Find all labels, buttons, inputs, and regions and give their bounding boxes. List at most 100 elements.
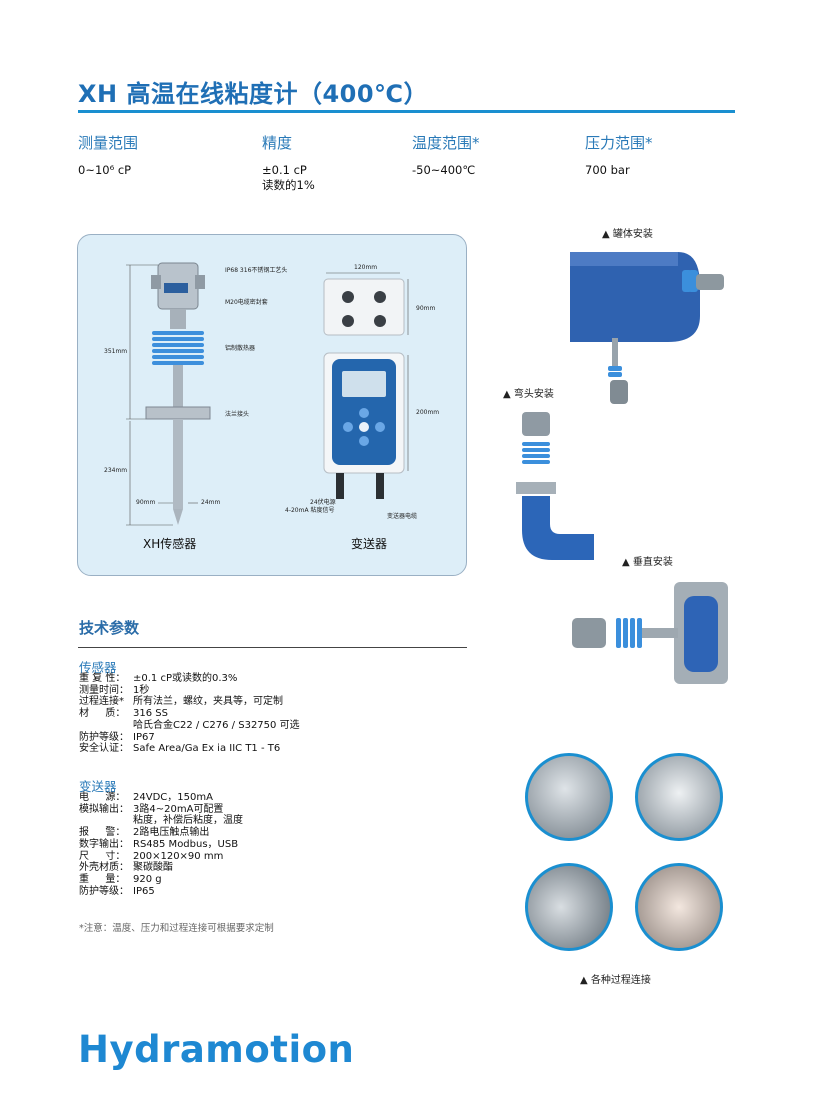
connection-photo-sanitary xyxy=(635,863,723,951)
param-row: 数字输出： RS485 Modbus，USB xyxy=(79,839,243,851)
param-value: 316 SS xyxy=(133,708,168,720)
param-value: 2路电压触点输出 xyxy=(133,827,210,839)
param-label: 外壳材质： xyxy=(79,862,129,874)
label-signal: 4-20mA 粘度信号 xyxy=(285,507,335,514)
param-row: 重 复 性： ±0.1 cP或读数的0.3% xyxy=(79,673,300,685)
param-value: RS485 Modbus，USB xyxy=(133,838,239,850)
dimension-diagram-panel: IP68 316不锈钢工艺头 M20电缆密封套 铝制散热器 法兰接头 351mm… xyxy=(77,234,467,576)
dim-351: 351mm xyxy=(104,348,128,355)
param-label: 电 源： xyxy=(79,792,126,803)
param-label: 尺 寸： xyxy=(79,850,126,862)
brand-logo: Hydramotion xyxy=(78,1028,355,1071)
param-row: 模拟输出： 3路4~20mA可配置 xyxy=(79,804,243,816)
section-divider xyxy=(78,647,467,648)
param-value: 200×120×90 mm xyxy=(133,850,224,862)
connection-photo-clamp xyxy=(635,753,723,841)
spec-value: 0~10⁶ cP xyxy=(78,163,132,177)
param-row: 安全认证： Safe Area/Ga Ex ia IIC T1 - T6 xyxy=(79,743,300,755)
label-flange: 法兰接头 xyxy=(225,411,250,418)
param-value: Safe Area/Ga Ex ia IIC T1 - T6 xyxy=(133,743,281,755)
dim-90-probe: 90mm xyxy=(136,499,156,506)
label-cable-gland: M20电缆密封套 xyxy=(225,299,268,306)
spec-heading: 测量范围 xyxy=(78,134,139,152)
param-row: 电 源： 24VDC，150mA xyxy=(79,792,243,804)
spec-value: 700 bar xyxy=(585,163,630,177)
param-row: 防护等级： IP67 xyxy=(79,732,300,744)
param-row: 粘度，补偿后粘度，温度 xyxy=(79,815,243,827)
spec-accuracy: 精度 ±0.1 cP 读数的1% xyxy=(262,132,315,193)
connection-photo-thread xyxy=(525,863,613,951)
param-value: 3路4~20mA可配置 xyxy=(133,803,224,815)
spec-temperature-range: 温度范围* -50~400℃ xyxy=(412,132,480,178)
param-label: 重 复 性： xyxy=(79,673,126,684)
param-value: 所有法兰，螺纹，夹具等，可定制 xyxy=(133,696,283,708)
param-value: 哈氏合金C22 / C276 / S32750 可选 xyxy=(133,719,300,731)
sensor-group-title: 传感器 xyxy=(79,660,117,675)
connection-photo-flange xyxy=(525,753,613,841)
param-row: 测量时间： 1秒 xyxy=(79,685,300,697)
caption-elbow-install: ▲ 弯头安装 xyxy=(503,389,554,400)
param-value: 聚碳酸酯 xyxy=(133,862,173,874)
param-value: ±0.1 cP或读数的0.3% xyxy=(133,673,238,684)
tank-install-photo xyxy=(570,252,724,404)
vertical-install-photo xyxy=(572,582,728,684)
param-value: IP67 xyxy=(133,731,155,743)
dim-200: 200mm xyxy=(416,409,440,416)
spec-value: 读数的1% xyxy=(262,178,315,192)
title-divider xyxy=(78,110,735,113)
transmitter-group-title: 变送器 xyxy=(79,779,117,794)
dim-234: 234mm xyxy=(104,467,128,474)
transmitter-caption: 变送器 xyxy=(351,537,388,551)
sensor-params: 重 复 性： ±0.1 cP或读数的0.3% 测量时间： 1秒 过程连接* 所有法兰，… xyxy=(79,673,300,755)
spec-pressure-range: 压力范围* 700 bar xyxy=(585,132,653,178)
param-label: 防护等级： xyxy=(79,885,129,897)
dimension-drawing xyxy=(126,262,409,526)
caption-process-connections: ▲ 各种过程连接 xyxy=(580,975,651,986)
param-value: 1秒 xyxy=(133,684,150,696)
param-label: 材 质： xyxy=(79,708,126,720)
param-label: 过程连接* xyxy=(79,696,124,708)
param-row: 哈氏合金C22 / C276 / S32750 可选 xyxy=(79,720,300,732)
caption-tank-install: ▲ 罐体安装 xyxy=(602,229,653,240)
param-label xyxy=(79,815,133,827)
param-label: 防护等级： xyxy=(79,731,129,743)
label-process-head: IP68 316不锈钢工艺头 xyxy=(225,267,288,274)
param-label: 测量时间： xyxy=(79,684,129,696)
spec-heading: 温度范围* xyxy=(412,134,480,152)
param-label: 安全认证： xyxy=(79,743,129,755)
footnote: *注意：温度、压力和过程连接可根据要求定制 xyxy=(79,923,274,934)
spec-value: ±0.1 cP xyxy=(262,163,307,177)
elbow-install-photo xyxy=(516,412,594,560)
caption-vertical-install: ▲ 垂直安装 xyxy=(622,557,673,568)
spec-heading: 压力范围* xyxy=(585,134,653,152)
dim-90-box: 90mm xyxy=(416,305,436,312)
param-row: 外壳材质： 聚碳酸酯 xyxy=(79,862,243,874)
param-value: 920 g xyxy=(133,873,162,885)
page-title: XH 高温在线粘度计（400℃） xyxy=(78,80,429,108)
param-label xyxy=(79,720,133,732)
param-label: 数字输出： xyxy=(79,838,129,850)
spec-value: -50~400℃ xyxy=(412,163,476,177)
label-power: 24伏电源 xyxy=(310,499,336,506)
dim-24: 24mm xyxy=(201,499,221,506)
label-heat-sink: 铝制散热器 xyxy=(225,345,256,352)
param-label: 重 量： xyxy=(79,873,126,885)
spec-heading: 精度 xyxy=(262,134,293,152)
label-transmitter-cable: 变送器电缆 xyxy=(387,513,418,520)
param-value: IP65 xyxy=(133,885,155,897)
param-row: 防护等级： IP65 xyxy=(79,886,243,898)
section-title-technical: 技术参数 xyxy=(79,619,140,637)
transmitter-params: 电 源： 24VDC，150mA 模拟输出： 3路4~20mA可配置 粘度，补偿后粘… xyxy=(79,792,243,897)
param-value: 粘度，补偿后粘度，温度 xyxy=(133,815,243,827)
param-row: 材 质： 316 SS xyxy=(79,708,300,720)
param-row: 报 警： 2路电压触点输出 xyxy=(79,827,243,839)
sensor-caption: XH传感器 xyxy=(143,537,197,551)
spec-measuring-range: 测量范围 0~10⁶ cP xyxy=(78,132,138,178)
param-row: 尺 寸： 200×120×90 mm xyxy=(79,851,243,863)
param-value: 24VDC，150mA xyxy=(133,792,213,803)
param-row: 过程连接* 所有法兰，螺纹，夹具等，可定制 xyxy=(79,696,300,708)
param-label: 模拟输出： xyxy=(79,803,129,815)
param-label: 报 警： xyxy=(79,827,126,839)
param-row: 重 量： 920 g xyxy=(79,874,243,886)
dim-120: 120mm xyxy=(354,264,378,271)
